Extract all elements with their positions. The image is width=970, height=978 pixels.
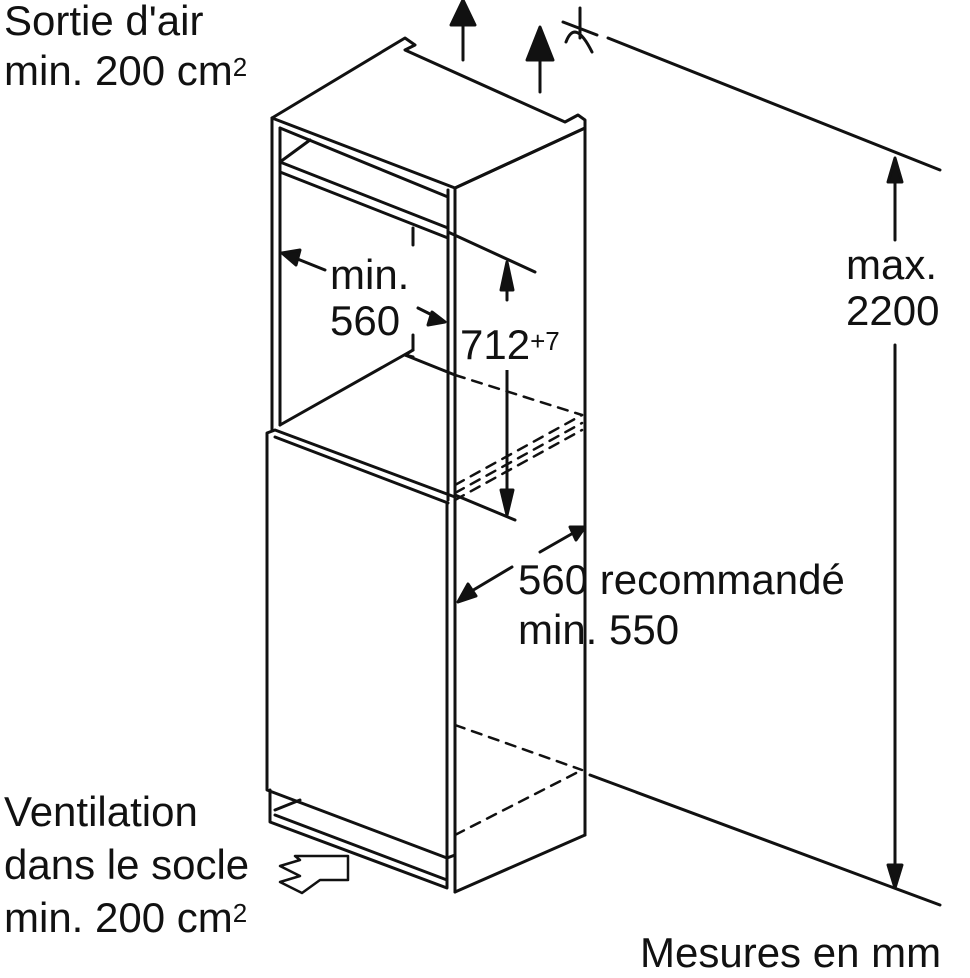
air-outlet-area: min. 200 cm2 [4,47,248,94]
depth-label: 560 recommandé min. 550 [518,556,845,653]
lower-niche-dashes [453,723,584,837]
upper-height-dimension [453,260,517,522]
ceiling-symbol-icon [561,6,599,54]
air-outlet-arrow-icon [525,25,555,94]
cabinet-top [270,36,587,190]
air-outlet-title: Sortie d'air [4,0,204,44]
niche-width-dimension [280,248,447,327]
appliance-door [265,428,457,860]
air-inlet-arrow-icon [278,854,350,895]
niche-width-label: min. 560 [330,251,410,344]
total-height-dimension [588,36,942,907]
air-outlet-arrow-icon [449,0,477,62]
plinth-ventilation-label: Ventilation dans le socle min. 200 cm2 [4,788,250,941]
upper-niche [278,226,584,502]
plinth [268,788,587,894]
depth-dimension [456,523,587,604]
upper-height-label: 712+7 [460,320,560,370]
units-note: Mesures en mm [640,929,942,976]
air-outlet-label: Sortie d'air min. 200 cm2 [4,0,247,96]
total-height-label: max. 2200 [846,241,940,334]
cabinet-front-frame [270,116,457,502]
